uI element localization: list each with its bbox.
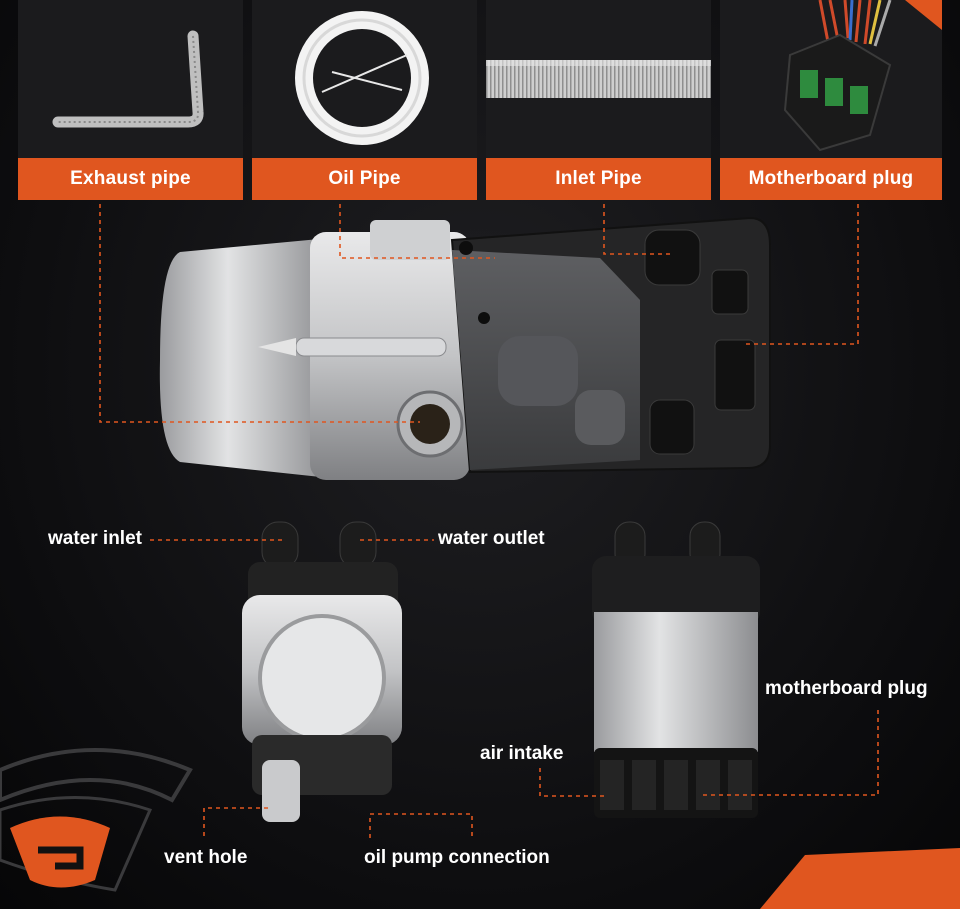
callout-oil-pump-connection: oil pump connection: [364, 847, 550, 868]
brand-logo: [0, 748, 193, 892]
motherboard-plug-label: Motherboard plug: [720, 158, 942, 200]
callout-air-intake: air intake: [480, 743, 564, 764]
panel-inlet-pipe: Inlet Pipe: [486, 0, 711, 200]
callout-water-inlet: water inlet: [48, 528, 142, 549]
callout-water-outlet: water outlet: [438, 528, 545, 549]
leader-lines: [99, 204, 879, 838]
exhaust-pipe-label: Exhaust pipe: [18, 158, 243, 200]
callout-vent-hole: vent hole: [164, 847, 248, 868]
main-heater: [159, 216, 771, 480]
panel-oil-pipe: Oil Pipe: [252, 0, 477, 200]
panel-motherboard-plug: Motherboard plug: [720, 0, 942, 200]
decorative-stripe: [760, 848, 960, 909]
oil-pipe-icon: [295, 11, 429, 145]
oil-pipe-label: Oil Pipe: [252, 158, 477, 200]
callout-motherboard-plug: motherboard plug: [765, 678, 928, 699]
inlet-pipe-label: Inlet Pipe: [486, 158, 711, 200]
inlet-pipe-icon: [486, 60, 711, 98]
exhaust-pipe-icon: [52, 30, 204, 128]
connector-plug-icon: [783, 0, 942, 152]
front-view-heater: [242, 521, 402, 822]
side-view-heater: [592, 521, 760, 818]
panel-exhaust-pipe: Exhaust pipe: [18, 0, 243, 200]
